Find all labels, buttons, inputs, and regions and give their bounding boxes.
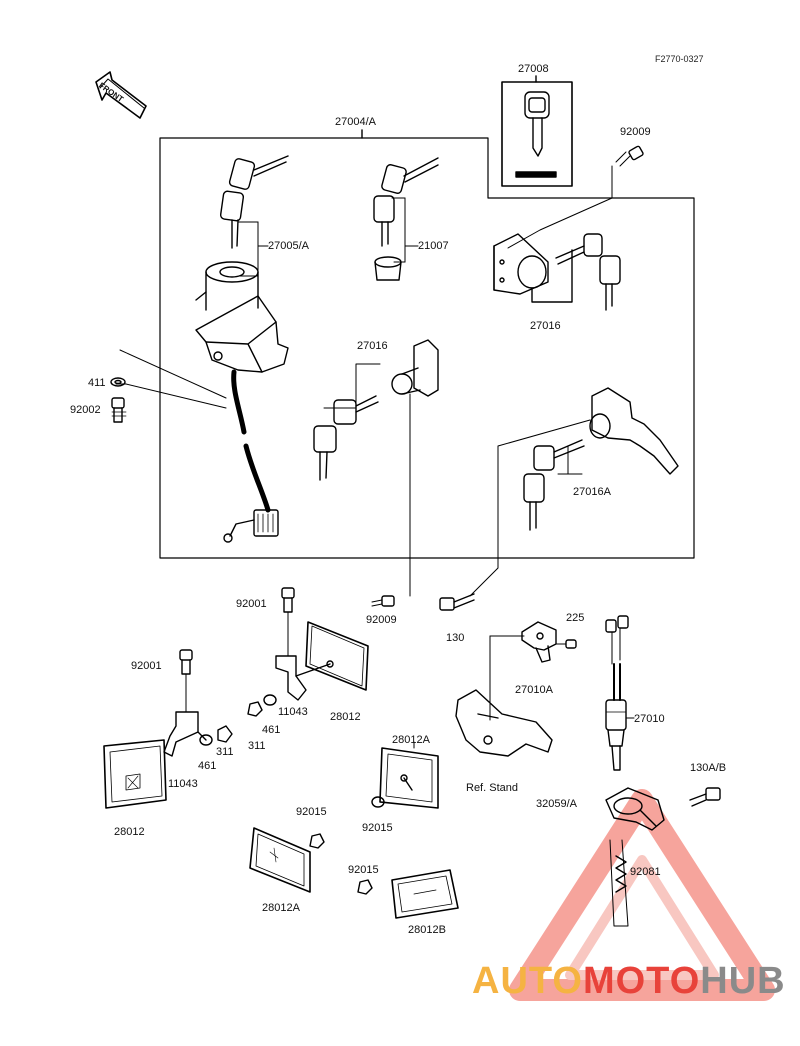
reflector-28012-right (305, 621, 369, 691)
lock-27016A (523, 387, 679, 531)
label-311-b: 311 (216, 746, 234, 758)
reflector-28012-left (103, 739, 167, 809)
reflector-28012B (391, 869, 459, 919)
nut-311-a (247, 701, 263, 717)
label-92081: 92081 (630, 866, 661, 878)
bracket-11043-left (163, 711, 207, 757)
clamp-32059A (605, 787, 665, 831)
label-ref-stand: Ref. Stand (466, 782, 518, 794)
nut-461-a (263, 694, 277, 706)
washer-411 (110, 377, 126, 387)
watermark-part-hub: HUB (700, 960, 786, 1002)
reflector-28012A-upper (379, 747, 439, 809)
label-311-a: 311 (248, 740, 266, 752)
watermark-part-moto: MOTO (582, 960, 701, 1002)
nut-92015-a (371, 796, 385, 808)
reflector-28012A-lower (249, 827, 311, 893)
label-92002: 92002 (70, 404, 101, 416)
label-27005A: 27005/A (268, 240, 309, 252)
label-21007: 21007 (418, 240, 449, 252)
key-27005A-upper (219, 155, 289, 249)
label-27010A: 27010A (515, 684, 553, 696)
label-28012B: 28012B (408, 924, 446, 936)
label-92015-a: 92015 (296, 806, 327, 818)
front-arrow-icon (95, 71, 147, 119)
label-28012A-upper: 28012A (392, 734, 430, 746)
spring-92081 (615, 855, 627, 893)
label-411: 411 (88, 377, 106, 389)
label-461-a: 461 (262, 724, 281, 736)
label-92015-c: 92015 (348, 864, 379, 876)
label-27016A: 27016A (573, 486, 611, 498)
screw-92009-low (371, 595, 395, 607)
figure-code: F2770-0327 (655, 54, 704, 64)
assembly-boundary-27004A (159, 137, 695, 559)
bolt-130 (439, 593, 475, 611)
lock-27016-top (493, 233, 621, 311)
watermark-logo: AUTOMOTOHUB (472, 960, 786, 1003)
ignition-switch (195, 261, 289, 543)
label-225: 225 (566, 612, 585, 624)
bolt-92002 (111, 397, 127, 423)
label-28012-left: 28012 (114, 826, 145, 838)
label-28012A-lower: 28012A (262, 902, 300, 914)
bolt-92001-upper (281, 587, 295, 613)
nut-311-b (217, 725, 233, 743)
label-92001-lower: 92001 (131, 660, 162, 672)
label-27004A: 27004/A (335, 116, 376, 128)
nut-92015-b (309, 833, 325, 849)
label-92015-b: 92015 (362, 822, 393, 834)
screw-225 (555, 639, 577, 649)
lock-27016-mid (313, 339, 439, 481)
nut-461-b (199, 734, 213, 746)
watermark-triangle-icon (509, 789, 775, 1001)
label-92001-upper: 92001 (236, 598, 267, 610)
label-461-b: 461 (198, 760, 217, 772)
label-28012-right: 28012 (330, 711, 361, 723)
label-27016-top: 27016 (530, 320, 561, 332)
label-27016-mid: 27016 (357, 340, 388, 352)
label-92009-top: 92009 (620, 126, 651, 138)
bracket-11043-right (275, 655, 334, 701)
key-card-27008 (501, 81, 573, 187)
label-130AB: 130A/B (690, 762, 727, 774)
label-130: 130 (446, 632, 465, 644)
switch-bracket-27010A (521, 621, 557, 663)
label-27010: 27010 (634, 713, 665, 725)
stand-switch-27010 (605, 615, 629, 771)
label-11043-left: 11043 (168, 778, 198, 790)
label-11043-right: 11043 (278, 706, 308, 718)
bolt-130AB (689, 787, 721, 807)
key-21007 (373, 157, 439, 281)
screw-92009-top (615, 145, 644, 167)
side-stand-ref (455, 689, 553, 757)
bolt-92001-lower (179, 649, 193, 675)
label-27008: 27008 (518, 63, 549, 75)
nut-92015-c (357, 879, 373, 895)
watermark-part-auto: AUTO (472, 960, 583, 1002)
label-92009-low: 92009 (366, 614, 397, 626)
label-32059A: 32059/A (536, 798, 577, 810)
